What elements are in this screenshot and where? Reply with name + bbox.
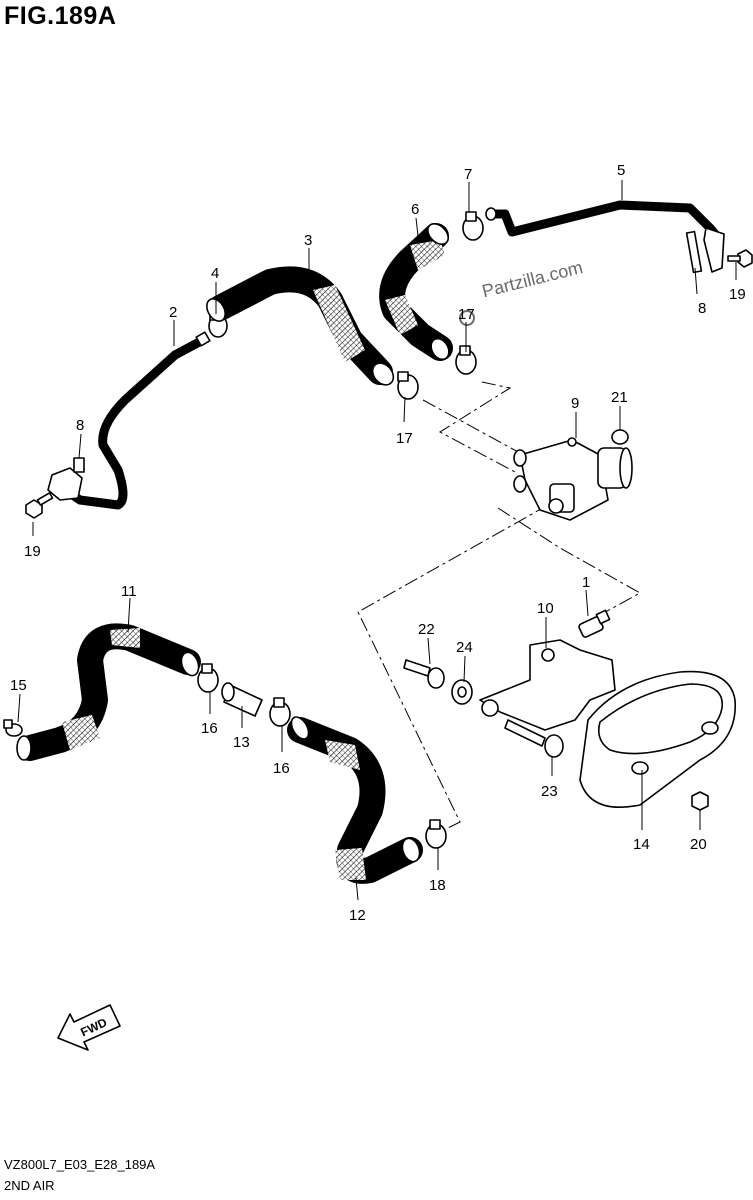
- joint-13: [221, 682, 263, 717]
- clip-8-right: [685, 227, 725, 274]
- callout-20: 20: [690, 836, 707, 853]
- bolt-19-left: [25, 492, 54, 519]
- callout-16-left: 16: [201, 720, 218, 737]
- callout-3: 3: [304, 232, 312, 249]
- pipe-5: [485, 200, 725, 245]
- clip-8-left: [47, 457, 85, 501]
- callout-17-lower: 17: [396, 430, 413, 447]
- clamp-15: [3, 719, 23, 737]
- callout-19-right: 19: [729, 286, 746, 303]
- grommet-24: [451, 679, 473, 705]
- callout-18: 18: [429, 877, 446, 894]
- bolt-23: [504, 719, 564, 758]
- bolt-22: [403, 659, 445, 689]
- assembly-lines: [357, 381, 642, 833]
- callout-7: 7: [464, 166, 472, 183]
- hose-6: [379, 223, 453, 361]
- diagram-name: 2ND AIR: [4, 1178, 55, 1193]
- watermark-icon: [459, 310, 475, 326]
- bolt-19-right: [727, 249, 753, 268]
- hose-12: [287, 716, 423, 884]
- washer-21: [611, 429, 629, 445]
- callout-10: 10: [537, 600, 554, 617]
- callout-1: 1: [582, 574, 590, 591]
- callout-12: 12: [349, 907, 366, 924]
- nut-20: [691, 791, 709, 811]
- callout-23: 23: [541, 783, 558, 800]
- callout-17-upper: 17: [458, 306, 475, 323]
- hose-11: [16, 623, 201, 761]
- clamp-18: [425, 819, 447, 849]
- callout-11: 11: [121, 583, 137, 600]
- callout-4: 4: [211, 265, 219, 282]
- figure-title: FIG.189A: [4, 2, 117, 30]
- hose-3: [206, 266, 395, 386]
- valve-9: [513, 437, 633, 521]
- fwd-arrow-icon: FWD: [57, 1004, 121, 1051]
- callout-22: 22: [418, 621, 435, 638]
- pipe-2: [57, 331, 211, 510]
- cover-14: [579, 670, 736, 809]
- callout-24: 24: [456, 639, 473, 656]
- callout-6: 6: [411, 201, 419, 218]
- clamp-7: [462, 211, 484, 241]
- callout-8-left: 8: [76, 417, 84, 434]
- callout-14: 14: [633, 836, 650, 853]
- callout-15: 15: [10, 677, 27, 694]
- bracket-10: [479, 639, 616, 731]
- callouts: 5 7 6 3 4 2 19 8 17 8 9 21 17 19 1 11 10…: [10, 162, 746, 924]
- leader-lines: [17, 180, 737, 901]
- diagram-code: VZ800L7_E03_E28_189A: [4, 1157, 156, 1172]
- clamp-16-left: [197, 663, 219, 693]
- callout-21: 21: [611, 389, 628, 406]
- callout-19-left: 19: [24, 543, 41, 560]
- callout-16-right: 16: [273, 760, 290, 777]
- sensor-1: [578, 609, 611, 638]
- callout-8-right: 8: [698, 300, 706, 317]
- callout-2: 2: [169, 304, 177, 321]
- clamp-17-lower: [397, 371, 419, 400]
- callout-13: 13: [233, 734, 250, 751]
- callout-5: 5: [617, 162, 625, 179]
- clamp-16-right: [269, 697, 291, 727]
- callout-9: 9: [571, 395, 579, 412]
